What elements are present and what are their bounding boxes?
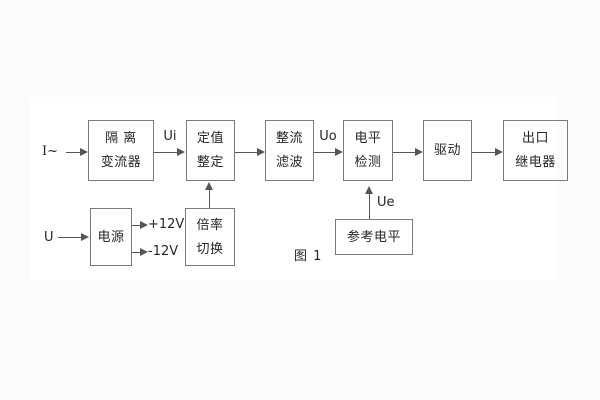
block-level-detection: 电平 检测: [343, 120, 393, 181]
arrow-right-icon: [257, 148, 265, 156]
block-rectifier-filter: 整流 滤波: [265, 120, 314, 181]
signal-label-uo: Uo: [319, 129, 337, 144]
arrow-up-icon: [365, 186, 373, 194]
flow-line-isolation-to-setting: [154, 152, 178, 154]
block-label: 驱动: [433, 143, 461, 158]
arrow-right-icon: [415, 148, 423, 156]
block-label: 隔 离: [105, 131, 137, 146]
signal-label-voltage-input: U: [44, 230, 54, 245]
block-setting-adjust: 定值 整定: [186, 120, 235, 181]
flow-line-ratio-to-setting: [209, 190, 211, 208]
block-label: 检测: [354, 155, 382, 170]
arrow-up-icon: [205, 182, 213, 190]
block-label: 变流器: [100, 155, 142, 170]
block-label: 定值: [196, 131, 224, 146]
signal-label-ui: Ui: [163, 129, 177, 144]
arrow-right-icon: [177, 148, 185, 156]
block-label: 倍率: [196, 217, 224, 233]
flow-line-power-plus12: [132, 225, 142, 227]
flow-line-voltage-to-power: [58, 237, 82, 239]
figure-background-panel: [30, 97, 557, 281]
block-label: 整流: [275, 131, 303, 146]
arrow-right-icon: [495, 148, 503, 156]
block-ratio-switch: 倍率 切换: [185, 208, 235, 266]
block-reference-level: 参考电平: [335, 219, 413, 255]
flow-line-current-to-isolation: [66, 152, 81, 154]
flow-line-drive-to-relay: [472, 152, 496, 154]
block-label: 电平: [354, 131, 382, 146]
flow-line-reference-to-level: [369, 194, 371, 219]
arrow-right-icon: [140, 248, 148, 256]
flow-line-level-to-drive: [393, 152, 416, 154]
signal-label-minus-12v: -12V: [148, 244, 179, 259]
block-label: 继电器: [515, 155, 556, 170]
signal-label-current-input: I~: [42, 144, 59, 159]
signal-label-ue: Ue: [377, 195, 395, 210]
flow-line-setting-to-rectifier: [235, 152, 258, 154]
block-label: 电源: [97, 229, 125, 245]
block-label: 滤波: [275, 155, 303, 170]
block-drive: 驱动: [423, 120, 472, 181]
signal-label-plus-12v: +12V: [148, 217, 185, 232]
figure-caption: 图 1: [294, 249, 323, 264]
block-label: 切换: [196, 241, 224, 257]
block-label: 出口: [521, 131, 549, 146]
arrow-right-icon: [81, 233, 89, 241]
block-output-relay: 出口 继电器: [503, 120, 568, 181]
flow-line-power-minus12: [132, 252, 142, 254]
block-power-supply: 电源: [90, 208, 132, 266]
arrow-right-icon: [335, 148, 343, 156]
block-isolation-transformer: 隔 离 变流器: [88, 120, 154, 181]
block-label: 整定: [196, 155, 224, 170]
flow-line-rectifier-to-level: [314, 152, 336, 154]
block-label: 参考电平: [346, 229, 401, 245]
arrow-right-icon: [80, 148, 88, 156]
arrow-right-icon: [140, 221, 148, 229]
